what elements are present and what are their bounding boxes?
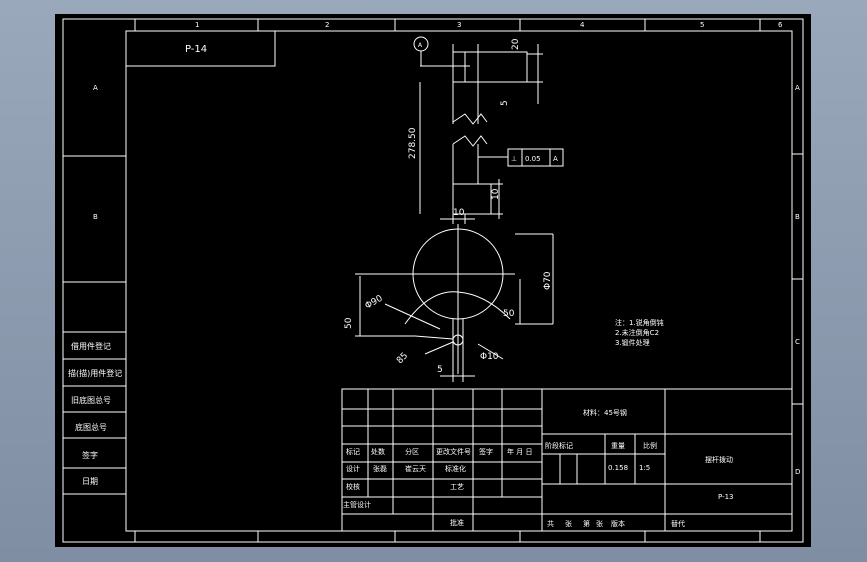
- zone-right-d: D: [795, 468, 800, 476]
- stamp-box: [125, 30, 276, 67]
- tb-header-2: 处数: [371, 447, 385, 456]
- dim-20: 20: [511, 38, 521, 50]
- tb-footer-1: 共: [547, 519, 554, 528]
- datum-label: A: [418, 42, 423, 49]
- zone-top-5: 5: [700, 21, 704, 29]
- dim-278-50: 278.50: [408, 127, 418, 159]
- tb-header-3: 分区: [405, 447, 419, 456]
- zone-right-b: B: [795, 213, 800, 221]
- stamp-text: P-14: [185, 44, 207, 55]
- tb-stage: 阶段标记: [545, 441, 573, 450]
- dim-50-left: 50: [344, 317, 354, 329]
- shaft-side-view: [413, 36, 564, 224]
- left-label-1: 借用件登记: [71, 341, 111, 351]
- zone-top-1: 1: [195, 21, 199, 29]
- tb-design-label: 设计: [346, 464, 360, 473]
- tolerance-value: 0.05: [525, 155, 541, 163]
- tb-supervisor: 主管设计: [343, 500, 371, 509]
- zone-left-b: B: [93, 213, 98, 221]
- zone-right-a: A: [795, 84, 800, 92]
- zone-right-c: C: [795, 338, 800, 346]
- note-1: 注：1.锐角倒钝: [615, 318, 664, 327]
- zone-top-6: 6: [778, 21, 783, 29]
- left-label-5: 签字: [82, 450, 98, 460]
- tb-drawing-number: P-13: [718, 493, 734, 501]
- dim-phi90: Φ90: [364, 294, 385, 312]
- tb-checker-name: 崔云天: [405, 464, 426, 473]
- left-label-3: 旧底图总号: [71, 395, 111, 405]
- tolerance-datum: A: [553, 155, 558, 163]
- inner-frame: [125, 30, 793, 532]
- left-label-2: 描(描)用件登记: [68, 368, 122, 378]
- tb-header-5: 签字: [479, 447, 493, 456]
- tb-footer-3: 第: [583, 519, 590, 528]
- crank-front-view: [355, 224, 554, 382]
- zone-top-3: 3: [457, 21, 461, 29]
- dim-5: 5: [500, 100, 510, 106]
- tb-header-1: 标记: [346, 447, 360, 456]
- dim-10-bottom: 10: [453, 208, 465, 218]
- material: 材料：45号钢: [583, 408, 627, 417]
- tb-process-label: 工艺: [450, 483, 464, 491]
- tb-footer-6: 替代: [671, 519, 685, 528]
- dim-phi10: Φ10: [480, 352, 499, 362]
- tb-scale: 1:5: [639, 464, 650, 472]
- left-label-4: 底图总号: [75, 422, 107, 432]
- left-label-6: 日期: [82, 477, 98, 486]
- dim-85: 85: [395, 351, 410, 366]
- drawing-sheet: 1 2 3 4 5 6 A B A B C D P-14 借用件登记 描(描)用…: [55, 14, 811, 547]
- tb-footer-2: 张: [565, 519, 572, 528]
- note-3: 3.锻件处理: [615, 338, 650, 347]
- title-block: [341, 388, 793, 532]
- tb-scale-label: 比例: [643, 441, 657, 450]
- tb-weight-label: 重量: [611, 442, 625, 450]
- tb-approve: 批准: [450, 518, 464, 527]
- zone-top-2: 2: [325, 21, 329, 29]
- tb-designer: 张磊: [373, 464, 387, 473]
- tolerance-frame: [507, 148, 564, 167]
- tb-footer-5: 版本: [611, 519, 625, 528]
- dim-50-right: 50: [503, 309, 515, 319]
- cad-drawing: 1 2 3 4 5 6 A B A B C D P-14 借用件登记 描(描)用…: [62, 18, 804, 543]
- note-2: 2.未注倒角C2: [615, 328, 659, 337]
- tb-weight: 0.158: [608, 464, 628, 472]
- outer-frame: [62, 18, 804, 543]
- tb-footer-4: 张: [596, 519, 603, 528]
- tb-standard-label: 标准化: [445, 464, 466, 473]
- tb-part-name: 摆杆拨动: [705, 455, 733, 464]
- tb-header-4: 更改文件号: [436, 447, 471, 456]
- dim-10-right: 10: [491, 188, 501, 200]
- zone-top-4: 4: [580, 21, 585, 29]
- tb-check-label: 校核: [346, 482, 360, 491]
- tb-header-6: 年 月 日: [507, 447, 532, 456]
- zone-left-a: A: [93, 84, 98, 92]
- dim-5-bottom: 5: [437, 365, 443, 375]
- dim-phi70: Φ70: [543, 271, 553, 290]
- tolerance-symbol: ⊥: [511, 155, 517, 163]
